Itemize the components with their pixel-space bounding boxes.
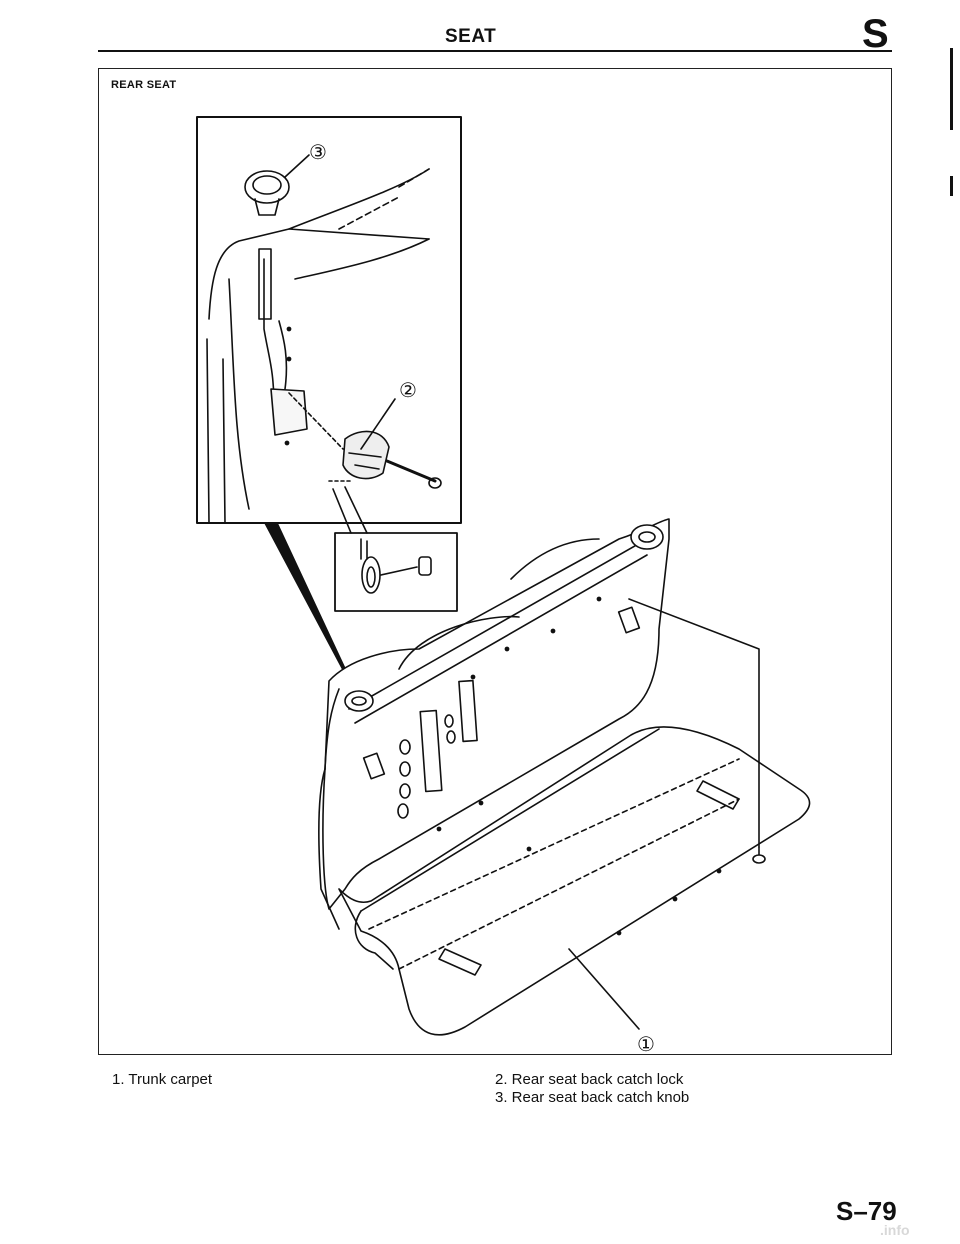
callout-3: ③ [309,140,327,164]
clip-detail [332,486,458,612]
edge-bar-bottom [950,176,953,196]
page-title: SEAT [445,26,497,47]
callout-1: ① [637,1032,655,1056]
figure-box: REAR SEAT [98,68,892,1056]
callouts: ③ ② ① [309,140,655,1056]
legend-item-2: 2. Rear seat back catch lock [495,1071,684,1088]
seat-back [318,518,670,930]
watermark: .info [880,1222,910,1238]
trunk-carpet [338,598,811,1036]
page-number: S–79 [836,1196,897,1226]
section-letter: S [862,12,889,56]
inset-detail [196,116,462,524]
legend-item-3: 3. Rear seat back catch knob [495,1089,690,1106]
legend-item-1: 1. Trunk carpet [112,1071,213,1088]
header-rule [98,50,892,52]
edge-bar-top [950,48,953,130]
figure-label: REAR SEAT [111,79,177,91]
pointer-wedge [264,522,350,682]
rear-seat-illustration: ③ ② ① [196,116,811,1056]
callout-2: ② [399,378,417,402]
